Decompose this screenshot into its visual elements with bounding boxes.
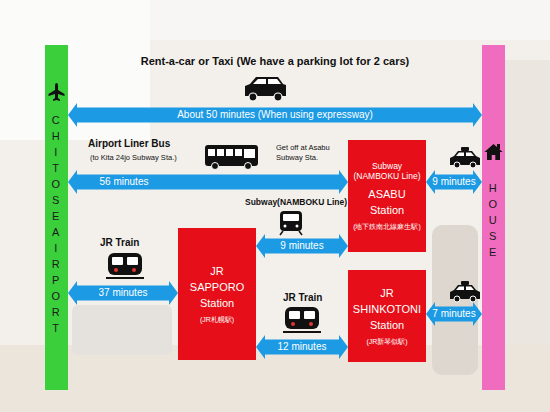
edge-label: 37 minutes — [97, 287, 150, 299]
route-arrow — [265, 239, 339, 254]
destination-band: HOUSE — [482, 45, 505, 390]
edge-label: 12 minutes — [276, 341, 329, 353]
train-icon — [283, 307, 321, 333]
station-name-ja: (JR札幌駅) — [180, 315, 254, 325]
edge-label: 7 minutes — [430, 308, 477, 320]
route-arrow — [265, 340, 339, 355]
subway-icon — [280, 211, 302, 235]
edge-label: About 50 minutes (When using expressway) — [175, 109, 375, 121]
route-arrow — [77, 286, 169, 301]
route-heading: Airport Liner Bus — [88, 138, 170, 149]
route-heading: Rent-a-car or Taxi (We have a parking lo… — [141, 55, 410, 67]
room-ceiling — [150, 0, 550, 40]
route-heading: JR Train — [100, 237, 139, 248]
station-box: JR SAPPORO Station (JR札幌駅) — [178, 228, 256, 360]
airport-band-fill — [45, 45, 68, 390]
station-box: Subway (NAMBOKU Line) ASABU Station (地下鉄南北… — [348, 140, 426, 252]
edge-label: 56 minutes — [98, 176, 151, 188]
bus-icon — [205, 145, 258, 170]
terminal-band: CHITOSE AIRPORT — [45, 45, 68, 390]
route-note: Get off at Asabu Subway Sta. — [276, 143, 342, 162]
station-name: JR SHINKOTONI Station — [350, 285, 424, 333]
edge-label: 9 minutes — [278, 240, 325, 252]
line-name: Subway (NAMBOKU Line) — [350, 161, 424, 182]
taxi-icon — [450, 281, 480, 302]
room-curtain — [505, 60, 550, 380]
edge-label: 9 minutes — [430, 176, 477, 188]
taxi-icon — [450, 147, 480, 168]
car-icon — [245, 77, 286, 101]
route-arrow — [77, 108, 473, 123]
house-icon — [485, 144, 503, 160]
route-heading: Subway(NAMBOKU Line) — [245, 197, 347, 207]
station-name: JR SAPPORO Station — [180, 263, 254, 311]
station-name: ASABU Station — [350, 186, 424, 218]
train-icon — [106, 253, 144, 279]
station-name-ja: (地下鉄南北線麻生駅) — [350, 222, 424, 232]
vertical-label: HOUSE — [488, 180, 499, 260]
room-sofa — [72, 305, 172, 355]
route-arrow — [77, 175, 339, 190]
station-name-ja: (JR新琴似駅) — [350, 337, 424, 347]
airplane-icon — [49, 83, 65, 101]
route-note: (to Kita 24jo Subway Sta.) — [90, 153, 177, 162]
station-box: JR SHINKOTONI Station (JR新琴似駅) — [348, 270, 426, 362]
route-heading: JR Train — [283, 292, 322, 303]
vertical-label: CHITOSE AIRPORT — [51, 112, 62, 336]
house-band-fill — [482, 45, 505, 390]
